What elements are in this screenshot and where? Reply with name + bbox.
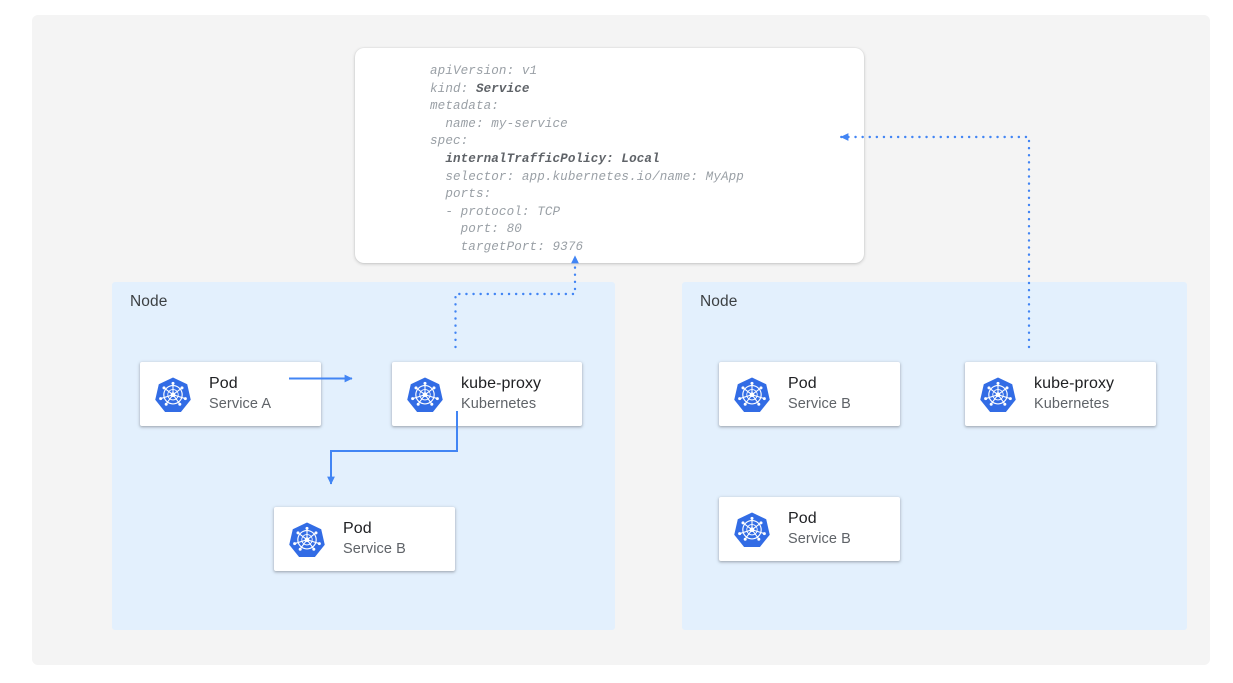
card-pod-service-b-left[interactable]: Pod Service B (274, 507, 455, 571)
card-subtitle: Service B (788, 530, 851, 547)
card-title: Pod (343, 520, 372, 537)
manifest-line: targetPort: 9376 (430, 239, 584, 254)
node-label: Node (700, 293, 738, 310)
card-text: kube-proxy Kubernetes (461, 375, 541, 413)
card-subtitle: Service B (788, 395, 851, 412)
card-subtitle: Service B (343, 540, 406, 557)
manifest-line: spec: (430, 134, 469, 149)
kubernetes-icon (407, 377, 443, 412)
node-container-right: Node (682, 282, 1187, 630)
card-subtitle: Kubernetes (461, 395, 537, 412)
manifest-line: selector: app.kubernetes.io/name: MyApp (430, 169, 744, 184)
service-manifest-code: apiVersion: v1 kind: Service metadata: nam… (430, 63, 744, 257)
kubernetes-icon (155, 377, 191, 412)
manifest-line: apiVersion: v1 (430, 64, 538, 78)
card-text: Pod Service A (209, 375, 271, 413)
card-text: Pod Service B (788, 375, 851, 413)
card-pod-service-a[interactable]: Pod Service A (140, 362, 321, 426)
manifest-line: kind: Service (430, 81, 530, 96)
card-title: Pod (788, 375, 817, 392)
node-label: Node (130, 293, 168, 310)
card-title: Pod (788, 510, 817, 527)
kubernetes-icon (289, 522, 325, 557)
card-title: kube-proxy (1034, 375, 1115, 392)
manifest-line: name: my-service (430, 116, 568, 131)
card-title: kube-proxy (461, 375, 542, 392)
card-kube-proxy-left[interactable]: kube-proxy Kubernetes (392, 362, 582, 426)
card-text: Pod Service B (788, 510, 851, 548)
manifest-line: port: 80 (430, 222, 522, 237)
card-pod-service-b-right-top[interactable]: Pod Service B (719, 362, 900, 426)
card-text: Pod Service B (343, 520, 406, 558)
card-title: Pod (209, 375, 238, 392)
card-subtitle: Service A (209, 395, 272, 412)
kubernetes-icon (734, 512, 770, 547)
node-container-left: Node (112, 282, 615, 630)
card-kube-proxy-right[interactable]: kube-proxy Kubernetes (965, 362, 1156, 426)
manifest-line: ports: (430, 187, 492, 202)
manifest-line: - protocol: TCP (430, 204, 561, 219)
kubernetes-icon (980, 377, 1016, 412)
kubernetes-icon (734, 377, 770, 412)
card-text: kube-proxy Kubernetes (1034, 375, 1114, 413)
diagram-canvas: apiVersion: v1 kind: Service metadata: nam… (32, 15, 1210, 665)
manifest-line: internalTrafficPolicy: Local (430, 151, 660, 166)
manifest-line: metadata: (430, 99, 499, 114)
service-manifest-card: apiVersion: v1 kind: Service metadata: nam… (355, 48, 864, 263)
card-subtitle: Kubernetes (1034, 395, 1110, 412)
card-pod-service-b-right-bottom[interactable]: Pod Service B (719, 497, 900, 561)
